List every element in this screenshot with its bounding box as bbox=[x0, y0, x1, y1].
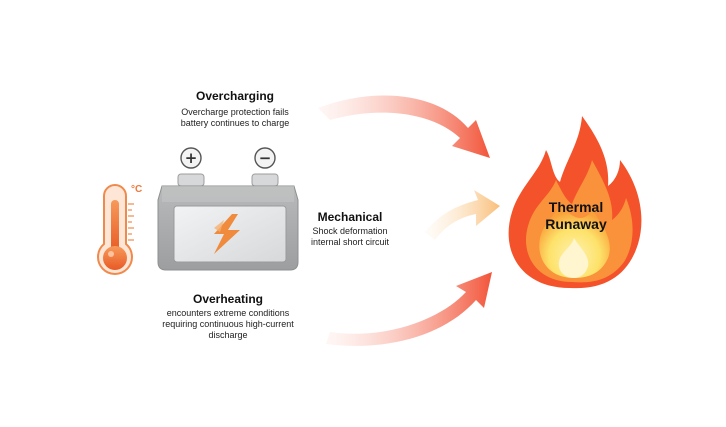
thermal-runaway-line-1: Thermal bbox=[548, 199, 604, 215]
thermal-runaway-label: Thermal Runaway bbox=[522, 199, 630, 233]
thermometer-icon: °C bbox=[97, 184, 142, 275]
overcharging-title: Overcharging bbox=[195, 89, 275, 103]
overcharging-desc-1: Overcharge protection fails bbox=[181, 107, 289, 117]
mechanical-title: Mechanical bbox=[317, 210, 383, 224]
celsius-unit: °C bbox=[131, 184, 142, 195]
minus-sign: − bbox=[259, 149, 272, 167]
plus-sign: + bbox=[185, 149, 198, 167]
mechanical-desc-2: internal short circuit bbox=[310, 237, 390, 247]
mechanical-label: Mechanical Shock deformation internal sh… bbox=[298, 210, 402, 248]
overheating-desc-3: discharge bbox=[208, 330, 248, 340]
arrow-overcharging bbox=[318, 95, 490, 158]
lightning-icon bbox=[214, 214, 240, 254]
overcharging-desc-2: battery continues to charge bbox=[180, 118, 290, 128]
thermal-runaway-line-2: Runaway bbox=[545, 216, 607, 232]
arrow-overheating bbox=[326, 272, 492, 346]
battery-icon: + − bbox=[157, 147, 299, 271]
overheating-desc-1: encounters extreme conditions bbox=[166, 308, 290, 318]
overheating-desc-2: requiring continuous high-current bbox=[162, 319, 294, 329]
overheating-label: Overheating encounters extreme condition… bbox=[140, 292, 316, 341]
positive-terminal-icon: + bbox=[180, 147, 202, 169]
mechanical-desc-1: Shock deformation bbox=[312, 226, 388, 236]
negative-terminal-icon: − bbox=[254, 147, 276, 169]
arrow-mechanical bbox=[425, 190, 500, 240]
flame-icon bbox=[508, 116, 642, 289]
overcharging-label: Overcharging Overcharge protection fails… bbox=[150, 89, 320, 129]
overheating-title: Overheating bbox=[192, 292, 264, 306]
